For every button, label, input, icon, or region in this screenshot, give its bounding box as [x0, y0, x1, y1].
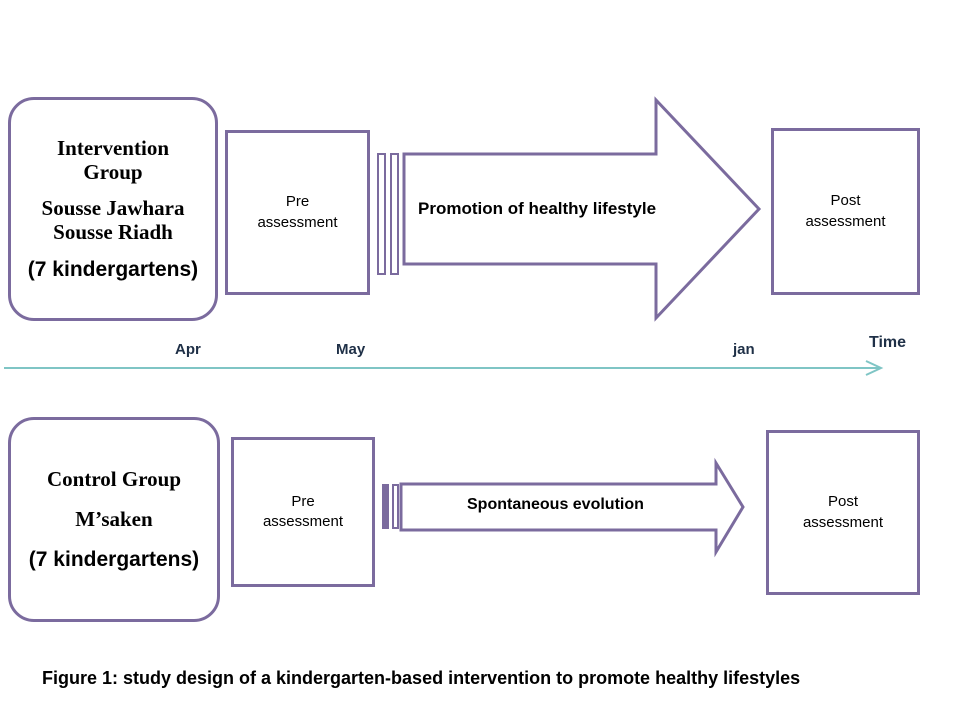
spontaneous-evolution-arrow-label: Spontaneous evolution [467, 496, 644, 513]
control-post-assessment-box: Post assessment [766, 430, 920, 595]
control-post-line2: assessment [802, 513, 884, 531]
timeline-axis-label: Time [869, 334, 907, 351]
intervention-pre-line1: Pre [285, 193, 310, 211]
timeline-arrowhead [865, 360, 884, 376]
intervention-kindergarten-count: (7 kindergartens) [27, 258, 199, 282]
control-site-line1: M’saken [75, 507, 153, 532]
intervention-post-line1: Post [830, 192, 861, 210]
spontaneous-evolution-arrow-shape [399, 457, 745, 558]
timeline-axis [0, 358, 900, 378]
control-group-box: Control Group M’saken (7 kindergartens) [8, 417, 220, 622]
intervention-pre-line2: assessment [257, 213, 338, 231]
intervention-group-title-line1: Intervention [57, 135, 169, 160]
intervention-sites: Sousse Jawhara Sousse Riadh [42, 196, 185, 244]
timeline-tick-jan: jan [733, 341, 755, 358]
intervention-connector-bar-2 [390, 153, 399, 275]
control-pre-line1: Pre [291, 492, 315, 510]
control-connector-bar-2 [392, 484, 399, 529]
timeline-tick-may: May [336, 341, 366, 358]
control-pre-assessment-box: Pre assessment [231, 437, 375, 587]
control-connector-bar-1 [382, 484, 389, 529]
intervention-pre-assessment-box: Pre assessment [225, 130, 370, 295]
intervention-post-line2: assessment [805, 212, 886, 230]
promotion-arrow-shape [402, 96, 762, 322]
timeline-tick-apr: Apr [175, 341, 201, 358]
figure-caption: Figure 1: study design of a kindergarten… [42, 668, 801, 688]
intervention-group-title-line2: Group [83, 159, 143, 184]
control-pre-line2: assessment [262, 513, 344, 530]
intervention-connector-bar-1 [377, 153, 386, 275]
intervention-group-box: Intervention Group Sousse Jawhara Sousse… [8, 97, 218, 321]
intervention-post-assessment-box: Post assessment [771, 128, 920, 295]
promotion-arrow [402, 96, 762, 322]
spontaneous-evolution-arrow [399, 457, 745, 558]
intervention-site-line2: Sousse Riadh [53, 220, 173, 245]
promotion-arrow-label: Promotion of healthy lifestyle [418, 199, 657, 218]
intervention-site-line1: Sousse Jawhara [41, 195, 185, 220]
control-kindergarten-count: (7 kindergartens) [28, 547, 200, 571]
control-group-title: Control Group [47, 467, 181, 492]
intervention-group-title: Intervention Group [57, 136, 169, 184]
control-post-line1: Post [827, 493, 858, 511]
